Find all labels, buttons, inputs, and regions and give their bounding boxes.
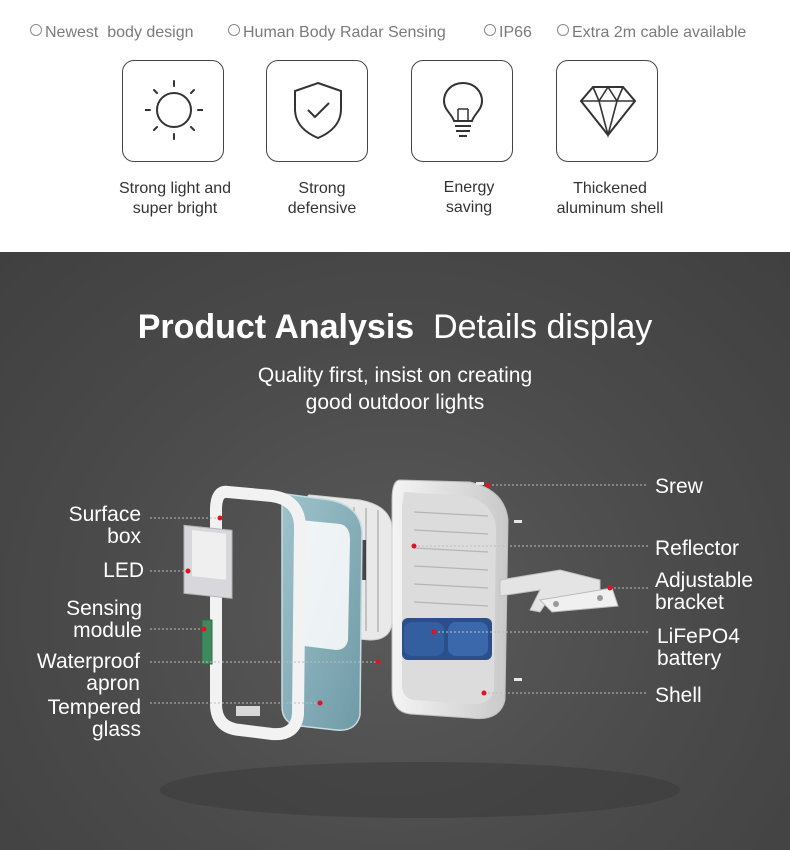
label-surface-box: Surface box [68,503,141,548]
shield-check-icon [294,81,342,140]
section-subtitle: Quality first, insist on creating good o… [257,364,533,414]
label-adjustable-bracket: Adjustable bracket [655,569,754,614]
feature-item: Human Body Radar Sensing [228,24,446,42]
label-shell: Shell [655,684,702,707]
led-board-part [183,524,233,599]
label-waterproof-apron: Waterproof apron [36,650,140,695]
label-tempered-glass: Tempered glass [47,696,141,741]
bullet-circle-icon [557,24,569,36]
light-bulb-icon [442,81,484,137]
card-caption: Energy saving [443,179,495,216]
sensing-module-part [201,619,213,665]
feature-item: Extra 2m cable available [557,24,746,42]
marker-dots [185,482,613,706]
feature-card-light [122,60,224,162]
bullet-circle-icon [228,24,240,36]
feature-card-energy [411,60,513,162]
label-lifepo4-battery: LiFePO4 battery [657,625,740,670]
sun-icon [145,80,203,140]
feature-card-shell [556,60,658,162]
card-caption: Thickened aluminum shell [556,180,664,217]
bullet-circle-icon [484,24,496,36]
floor-shadow [160,762,680,818]
bullet-circle-icon [30,24,42,36]
card-caption: Strong defensive [287,180,357,217]
leader-lines [150,484,648,704]
label-sensing-module: Sensing module [66,597,142,642]
feature-item: Newest body design [30,24,194,42]
screws [476,482,522,681]
label-screw: Srew [655,475,703,498]
shell-housing [391,479,509,720]
feature-item: IP66 [484,24,532,42]
card-caption: Strong light and super bright [118,180,232,217]
adjustable-bracket-part [499,569,619,613]
label-led: LED [103,559,144,582]
section-title: Product Analysis Details display [137,308,653,346]
diamond-icon [579,85,637,139]
surface-box-frame [210,485,307,741]
label-reflector: Reflector [655,537,740,560]
features-section: Newest body design Human Body Radar Sens… [0,0,790,252]
feature-card-defensive [266,60,368,162]
